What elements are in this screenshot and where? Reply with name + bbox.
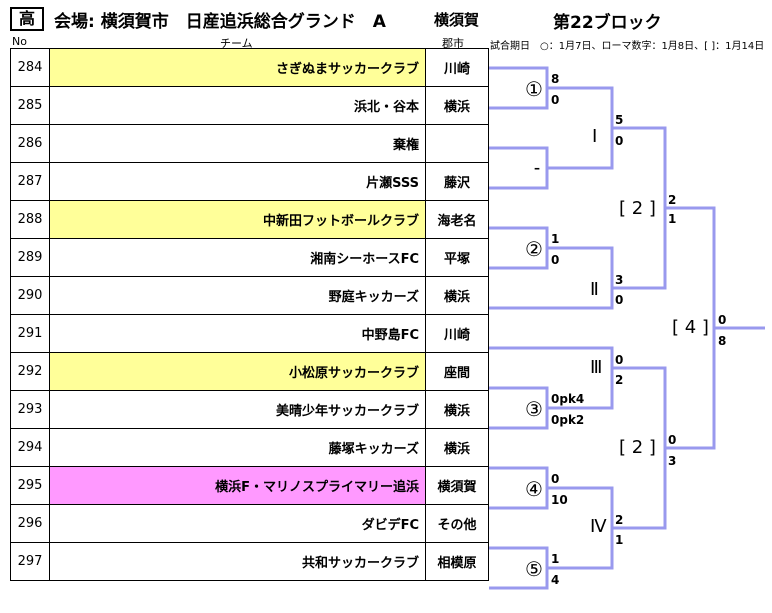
column-header-no: No (12, 35, 27, 48)
score-s1-bottom: 1 (668, 212, 677, 226)
score-s2-top: 0 (668, 433, 677, 447)
team-city: その他 (425, 504, 489, 543)
team-name: 中野島FC (49, 314, 426, 353)
score-r1-top: 5 (615, 113, 624, 127)
score-r2-bottom: 0 (615, 293, 624, 307)
match-label-5: ⑤ (525, 557, 543, 581)
team-name: 中新田フットボールクラブ (49, 200, 426, 239)
team-city: 相模原 (425, 542, 489, 581)
score-m3-top: 0pk4 (551, 392, 585, 406)
round-label-4: Ⅳ (590, 516, 607, 537)
team-number: 295 (10, 466, 50, 505)
team-number: 297 (10, 542, 50, 581)
team-number: 287 (10, 162, 50, 201)
team-city: 藤沢 (425, 162, 489, 201)
score-final-top: 0 (718, 313, 727, 327)
team-name: 藤塚キッカーズ (49, 428, 426, 467)
score-m2-bottom: 0 (551, 253, 560, 267)
score-r4-bottom: 1 (615, 533, 624, 547)
category-badge: 高 (10, 7, 44, 31)
score-m4-bottom: 10 (551, 493, 568, 507)
team-number: 285 (10, 86, 50, 125)
team-city: 川崎 (425, 48, 489, 87)
column-header-city: 郡市 (442, 37, 464, 50)
venue-city: 横須賀 (434, 11, 480, 29)
score-m1-bottom: 0 (551, 93, 560, 107)
match-label-2: ② (525, 237, 543, 261)
team-number: 290 (10, 276, 50, 315)
team-number: 291 (10, 314, 50, 353)
score-r3-top: 0 (615, 353, 624, 367)
score-s2-bottom: 3 (668, 454, 677, 468)
team-number: 296 (10, 504, 50, 543)
round-label-3: Ⅲ (590, 357, 603, 378)
match-label-1: ① (525, 77, 543, 101)
final-label: [ 4 ] (672, 317, 709, 338)
team-city (425, 124, 489, 163)
team-name: 小松原サッカークラブ (49, 352, 426, 391)
bracket-line-r2 (489, 246, 614, 310)
team-city: 川崎 (425, 314, 489, 353)
team-name: 共和サッカークラブ (49, 542, 426, 581)
match-label-4: ④ (525, 477, 543, 501)
block-title: 第22ブロック (553, 13, 662, 33)
team-city: 海老名 (425, 200, 489, 239)
score-m2-top: 1 (551, 232, 560, 246)
score-m5-top: 1 (551, 552, 560, 566)
score-final-bottom: 8 (718, 334, 727, 348)
team-city: 横須賀 (425, 466, 489, 505)
score-r2-top: 3 (615, 273, 624, 287)
team-number: 294 (10, 428, 50, 467)
semi-label-1: [ 2 ] (619, 198, 656, 219)
column-header-team: チーム (220, 37, 253, 50)
score-m4-top: 0 (551, 472, 560, 486)
team-number: 293 (10, 390, 50, 429)
round-label-1: Ⅰ (592, 126, 598, 147)
team-city: 横浜 (425, 86, 489, 125)
match-date-note: 試合期日 ○：1月7日、ローマ数字：1月8日、[ ]：1月14日 (490, 41, 765, 52)
score-r4-top: 2 (615, 513, 624, 527)
team-number: 286 (10, 124, 50, 163)
score-m5-bottom: 4 (551, 573, 560, 587)
score-s1-top: 2 (668, 193, 677, 207)
score-m3-bottom: 0pk2 (551, 413, 585, 427)
round-label-2: Ⅱ (590, 279, 599, 300)
page-title: 会場: 横須賀市 日産追浜総合グランド A (54, 12, 386, 32)
score-m1-top: 8 (551, 72, 560, 86)
team-name: 湘南シーホースFC (49, 238, 426, 277)
team-city: 横浜 (425, 390, 489, 429)
team-name: 片瀬SSS (49, 162, 426, 201)
team-name: ダビデFC (49, 504, 426, 543)
semi-label-2: [ 2 ] (619, 437, 656, 458)
score-r3-bottom: 2 (615, 373, 624, 387)
score-r1-bottom: 0 (615, 134, 624, 148)
team-name: 横浜F・マリノスプライマリー追浜 (49, 466, 426, 505)
bye-mark: – (534, 161, 540, 175)
bracket-line-r3 (489, 346, 614, 410)
match-label-3: ③ (525, 397, 543, 421)
team-city: 平塚 (425, 238, 489, 277)
